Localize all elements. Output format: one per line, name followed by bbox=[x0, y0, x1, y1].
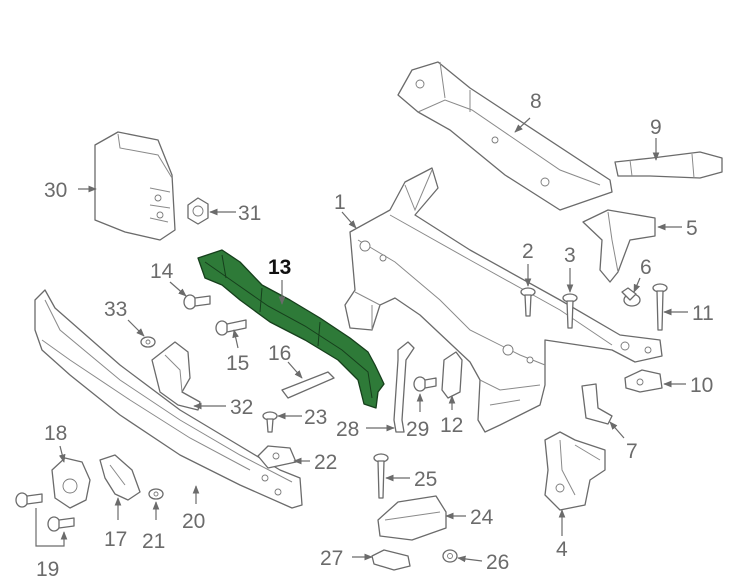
part-10-bracket bbox=[624, 369, 663, 393]
callout-1: 1 bbox=[334, 191, 346, 214]
part-26-nut bbox=[442, 549, 458, 563]
part-20-bumper-beam bbox=[34, 289, 303, 509]
part-25-bolt bbox=[373, 453, 389, 499]
part-3-bolt bbox=[562, 293, 578, 329]
part-11-bolt bbox=[652, 283, 668, 331]
callout-22: 22 bbox=[314, 451, 337, 474]
part-13-highlighted-bracket bbox=[197, 249, 385, 409]
part-23-clip bbox=[262, 411, 278, 433]
part-6-clip bbox=[621, 287, 641, 307]
part-16-rod bbox=[281, 371, 335, 399]
callout-9: 9 bbox=[650, 116, 662, 139]
part-31-nut bbox=[187, 197, 209, 225]
callout-19: 19 bbox=[36, 558, 59, 581]
part-27-bracket bbox=[371, 549, 411, 571]
callout-12: 12 bbox=[440, 414, 463, 437]
callout-32: 32 bbox=[230, 396, 253, 419]
part-18-bracket bbox=[51, 457, 91, 509]
part-28-rod bbox=[393, 341, 415, 433]
part-17-bracket bbox=[99, 454, 141, 501]
callout-29: 29 bbox=[406, 418, 429, 441]
callout-6: 6 bbox=[640, 256, 652, 279]
callout-15: 15 bbox=[226, 352, 249, 375]
part-30-module bbox=[94, 131, 176, 241]
part-19-bolt-b bbox=[47, 516, 75, 532]
part-12-bracket bbox=[441, 351, 463, 399]
callout-3: 3 bbox=[564, 244, 576, 267]
part-2-bolt bbox=[520, 287, 536, 317]
callout-30: 30 bbox=[44, 179, 67, 202]
part-21-screw bbox=[148, 488, 164, 500]
callout-24: 24 bbox=[470, 506, 494, 529]
callout-8: 8 bbox=[530, 90, 542, 113]
callout-27: 27 bbox=[320, 547, 343, 570]
part-24-plate bbox=[377, 495, 447, 541]
part-5-bracket bbox=[582, 209, 656, 283]
part-9-bracket bbox=[614, 151, 723, 179]
part-7-bracket bbox=[581, 383, 613, 425]
callout-14: 14 bbox=[150, 260, 174, 283]
callout-33: 33 bbox=[104, 298, 127, 321]
callout-31: 31 bbox=[238, 202, 261, 225]
callout-21: 21 bbox=[142, 530, 165, 553]
part-4-lower-bracket bbox=[544, 431, 606, 511]
callout-26: 26 bbox=[486, 551, 509, 574]
part-29-bolt bbox=[413, 376, 437, 392]
callout-25: 25 bbox=[414, 468, 437, 491]
part-33-screw bbox=[140, 336, 156, 348]
callout-11: 11 bbox=[692, 302, 714, 325]
callout-4: 4 bbox=[556, 538, 568, 561]
part-8-upper-tie-bar bbox=[397, 61, 613, 211]
callout-labels: 30 31 8 9 1 5 2 3 6 11 13 14 33 15 16 32… bbox=[36, 90, 714, 581]
callout-10: 10 bbox=[690, 374, 713, 397]
part-15-bolt bbox=[215, 319, 247, 336]
callout-18: 18 bbox=[44, 422, 67, 445]
callout-2: 2 bbox=[522, 240, 534, 263]
part-19-bolt-a bbox=[15, 492, 43, 508]
fasteners bbox=[15, 283, 668, 563]
part-1-radiator-support bbox=[344, 167, 663, 433]
callout-17: 17 bbox=[104, 528, 127, 551]
part-22-bracket bbox=[257, 445, 297, 469]
callout-7: 7 bbox=[626, 440, 638, 463]
callout-16: 16 bbox=[268, 342, 291, 365]
leader-lines bbox=[35, 117, 688, 563]
callout-23: 23 bbox=[304, 406, 327, 429]
part-32-bracket bbox=[151, 341, 201, 411]
callout-13: 13 bbox=[268, 256, 291, 279]
callout-20: 20 bbox=[182, 510, 205, 533]
part-14-bolt bbox=[183, 294, 211, 310]
callout-5: 5 bbox=[686, 217, 698, 240]
callout-28: 28 bbox=[336, 418, 359, 441]
